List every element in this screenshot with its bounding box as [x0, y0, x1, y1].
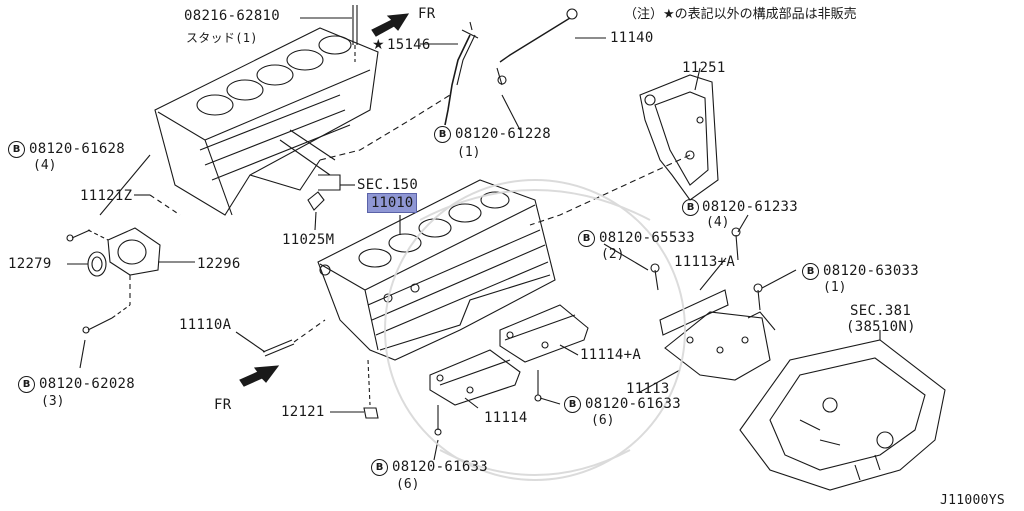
- part-08120-61233[interactable]: 08120-61233: [702, 199, 799, 215]
- bolt-marker-icon: B: [578, 230, 595, 247]
- part-11251[interactable]: 11251: [682, 60, 726, 76]
- part-08120-63033-qty: (1): [823, 280, 847, 295]
- part-08120-61633-lower[interactable]: 08120-61633: [392, 459, 489, 475]
- diagram-code: J11000YS: [940, 493, 1006, 508]
- ladder-frame-drawing: [659, 289, 776, 381]
- main-cylinder-block-drawing: [317, 179, 556, 361]
- part-08120-61228[interactable]: 08120-61228: [455, 126, 552, 142]
- part-11114-a[interactable]: 11114+A: [580, 347, 642, 363]
- main-bearing-caps-drawing: [429, 304, 589, 406]
- part-11113[interactable]: 11113: [626, 381, 670, 397]
- watermark-emblem: [384, 179, 686, 481]
- bolt-marker-icon: B: [18, 376, 35, 393]
- part-08216-62810[interactable]: 08216-62810: [184, 8, 281, 24]
- part-12121[interactable]: 12121: [281, 404, 325, 420]
- bolt-marker-icon: B: [434, 126, 451, 143]
- sales-note: （注）★の表記以外の構成部品は非販売: [624, 7, 857, 22]
- oil-pan-drawing: [739, 339, 946, 491]
- cylinder-block-reference-drawing: [154, 27, 379, 216]
- part-08120-61628-qty: (4): [33, 158, 57, 173]
- bolt-marker-icon: B: [371, 459, 388, 476]
- part-15146[interactable]: 15146: [387, 37, 431, 53]
- part-12279[interactable]: 12279: [8, 256, 52, 272]
- part-11113-a[interactable]: 11113+A: [674, 254, 736, 270]
- part-08216-62810-desc: スタッド(1): [186, 31, 258, 45]
- part-08120-62028[interactable]: 08120-62028: [39, 376, 136, 392]
- section-150-ref[interactable]: SEC.150: [357, 177, 419, 193]
- part-11110a[interactable]: 11110A: [179, 317, 232, 333]
- part-12296[interactable]: 12296: [197, 256, 241, 272]
- part-11121z[interactable]: 11121Z: [80, 188, 133, 204]
- part-08120-61228-qty: (1): [457, 145, 481, 160]
- section-381-part: (38510N): [846, 319, 916, 335]
- part-08120-65533-qty: (2): [601, 247, 625, 262]
- bolt-marker-icon: B: [802, 263, 819, 280]
- part-08120-61628[interactable]: 08120-61628: [29, 141, 126, 157]
- part-08120-62028-qty: (3): [41, 394, 65, 409]
- part-08120-63033[interactable]: 08120-63033: [823, 263, 920, 279]
- bolt-marker-icon: B: [8, 141, 25, 158]
- part-08120-61233-qty: (4): [706, 215, 730, 230]
- bolt-marker-icon: B: [682, 199, 699, 216]
- rear-plate-drawing: [639, 74, 719, 201]
- part-11114[interactable]: 11114: [484, 410, 528, 426]
- part-11025m[interactable]: 11025M: [282, 232, 335, 248]
- bolt-marker-icon: B: [564, 396, 581, 413]
- part-08120-61633-upper[interactable]: 08120-61633: [585, 396, 682, 412]
- front-direction-label-top: FR: [418, 6, 436, 22]
- part-11010-highlighted[interactable]: 11010: [367, 193, 418, 213]
- front-direction-label-bottom: FR: [214, 397, 232, 413]
- star-icon: ★: [372, 37, 385, 53]
- part-08120-61633-upper-qty: (6): [591, 413, 615, 428]
- part-08120-61633-lower-qty: (6): [396, 477, 420, 492]
- part-08120-65533[interactable]: 08120-65533: [599, 230, 696, 246]
- part-11140[interactable]: 11140: [610, 30, 654, 46]
- section-381-ref[interactable]: SEC.381: [850, 303, 912, 319]
